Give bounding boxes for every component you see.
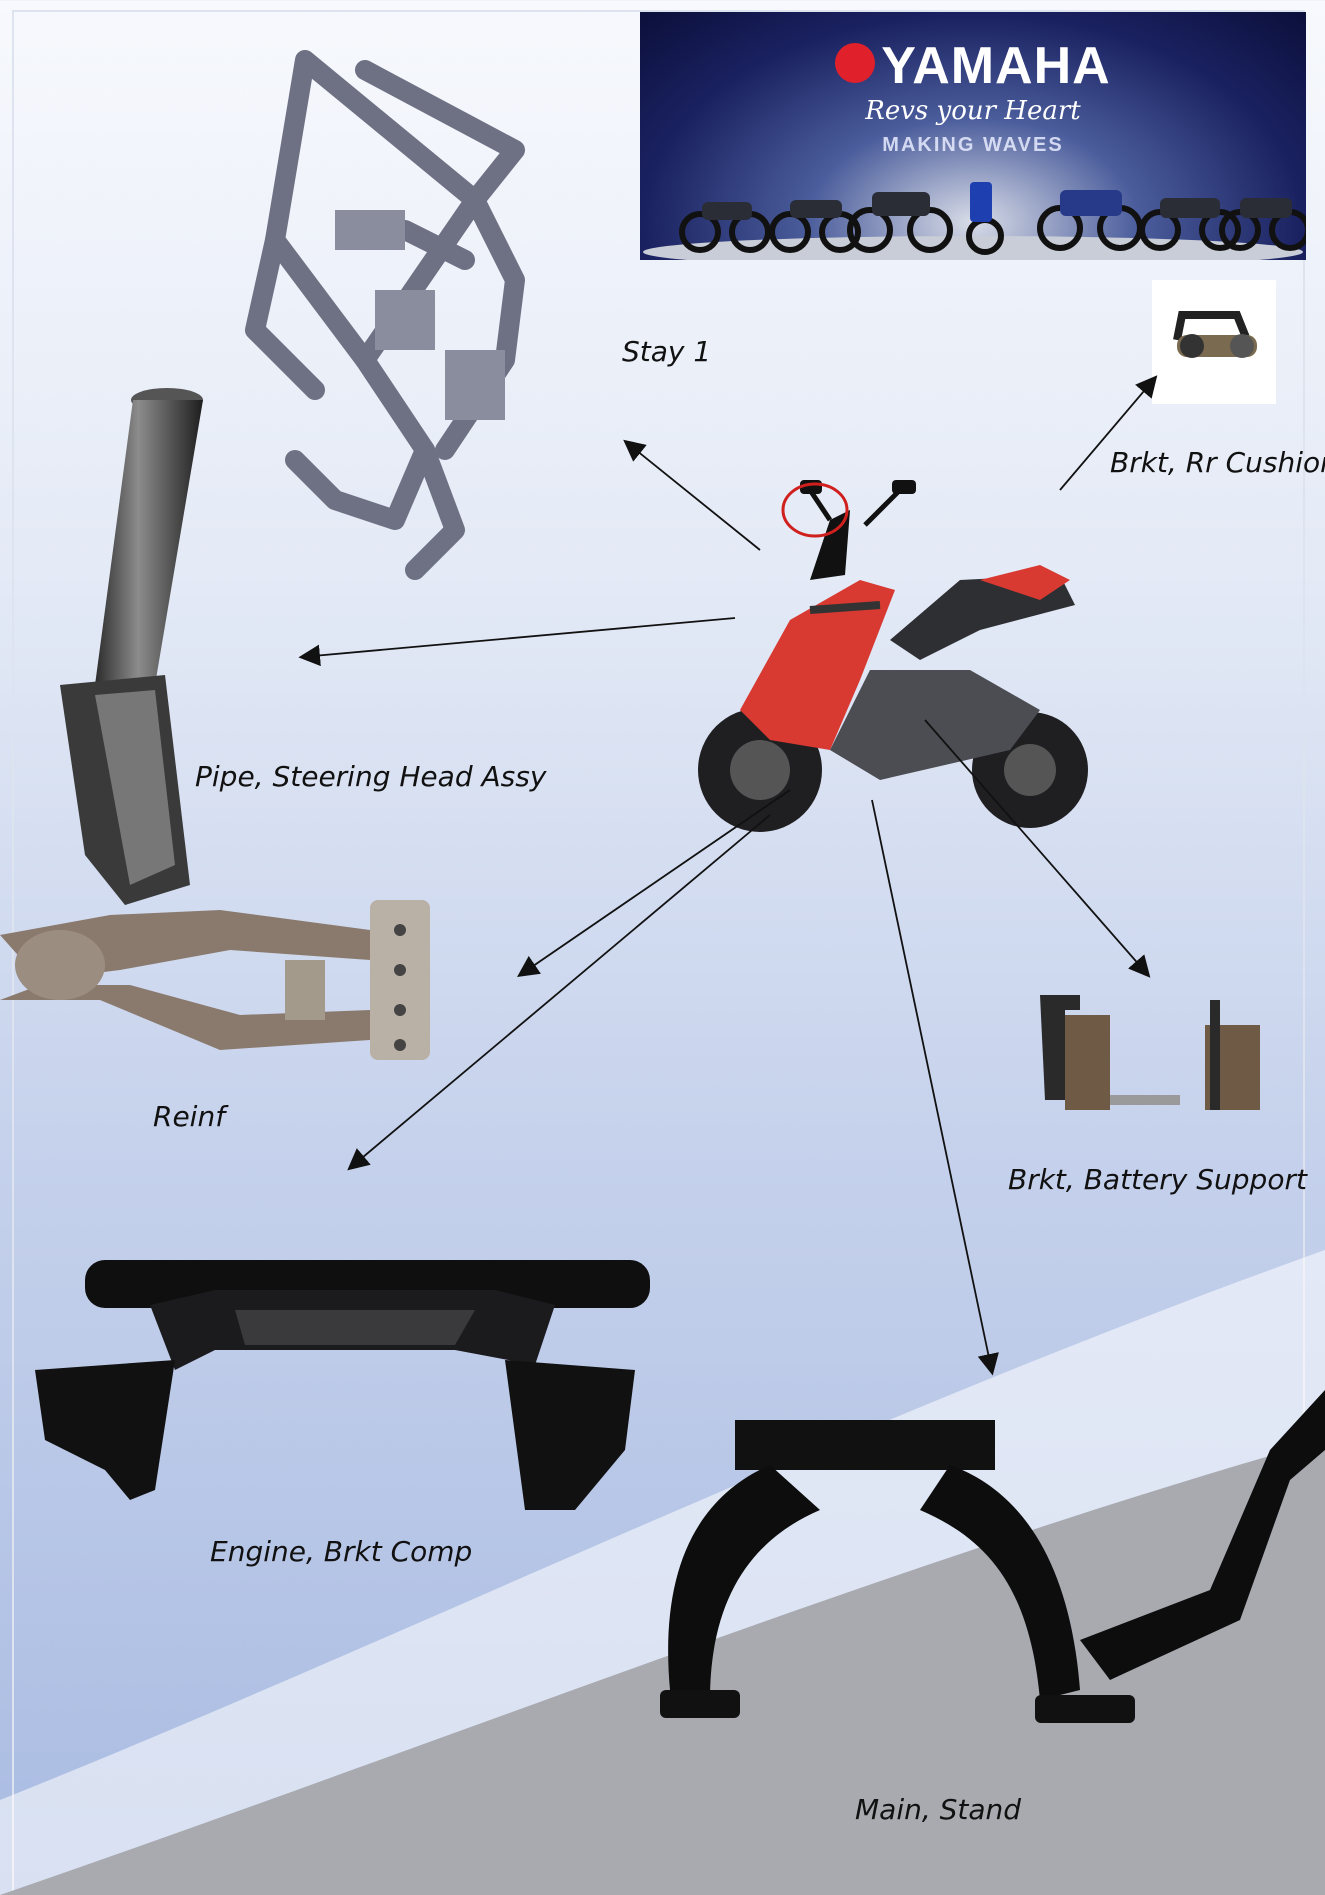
brkt-rr-cushion-part-image (1152, 280, 1276, 404)
label-brkt-rr-cushion: Brkt, Rr Cushion (1110, 446, 1325, 479)
label-pipe-steering-head-assy: Pipe, Steering Head Assy (195, 760, 547, 793)
scooter-image (698, 480, 1088, 832)
stay-1-part-image (245, 50, 525, 580)
yamaha-banner-photo: YAMAHA Revs your Heart MAKING WAVES (640, 12, 1306, 260)
label-engine-brkt-comp: Engine, Brkt Comp (210, 1535, 473, 1568)
engine-brkt-comp-part-image (35, 1260, 650, 1510)
tuning-fork-icon (835, 43, 876, 84)
label-brkt-battery-support: Brkt, Battery Support (1008, 1163, 1307, 1196)
label-reinf: Reinf (153, 1100, 226, 1133)
label-main-stand: Main, Stand (855, 1793, 1022, 1826)
reinf-part-image (0, 900, 430, 1060)
banner-tagline: Revs your Heart (865, 96, 1081, 126)
pipe-steering-head-part-image (60, 388, 203, 905)
main-stand-part-image (660, 1390, 1325, 1723)
yamaha-logo: YAMAHA (640, 36, 1306, 96)
mirror-highlight-circle (781, 482, 849, 538)
brkt-battery-support-part-image (1040, 995, 1260, 1110)
motorcycle-lineup (643, 182, 1306, 260)
label-stay-1: Stay 1 (622, 335, 712, 368)
stage-backdrop-text: MAKING WAVES (882, 134, 1064, 156)
